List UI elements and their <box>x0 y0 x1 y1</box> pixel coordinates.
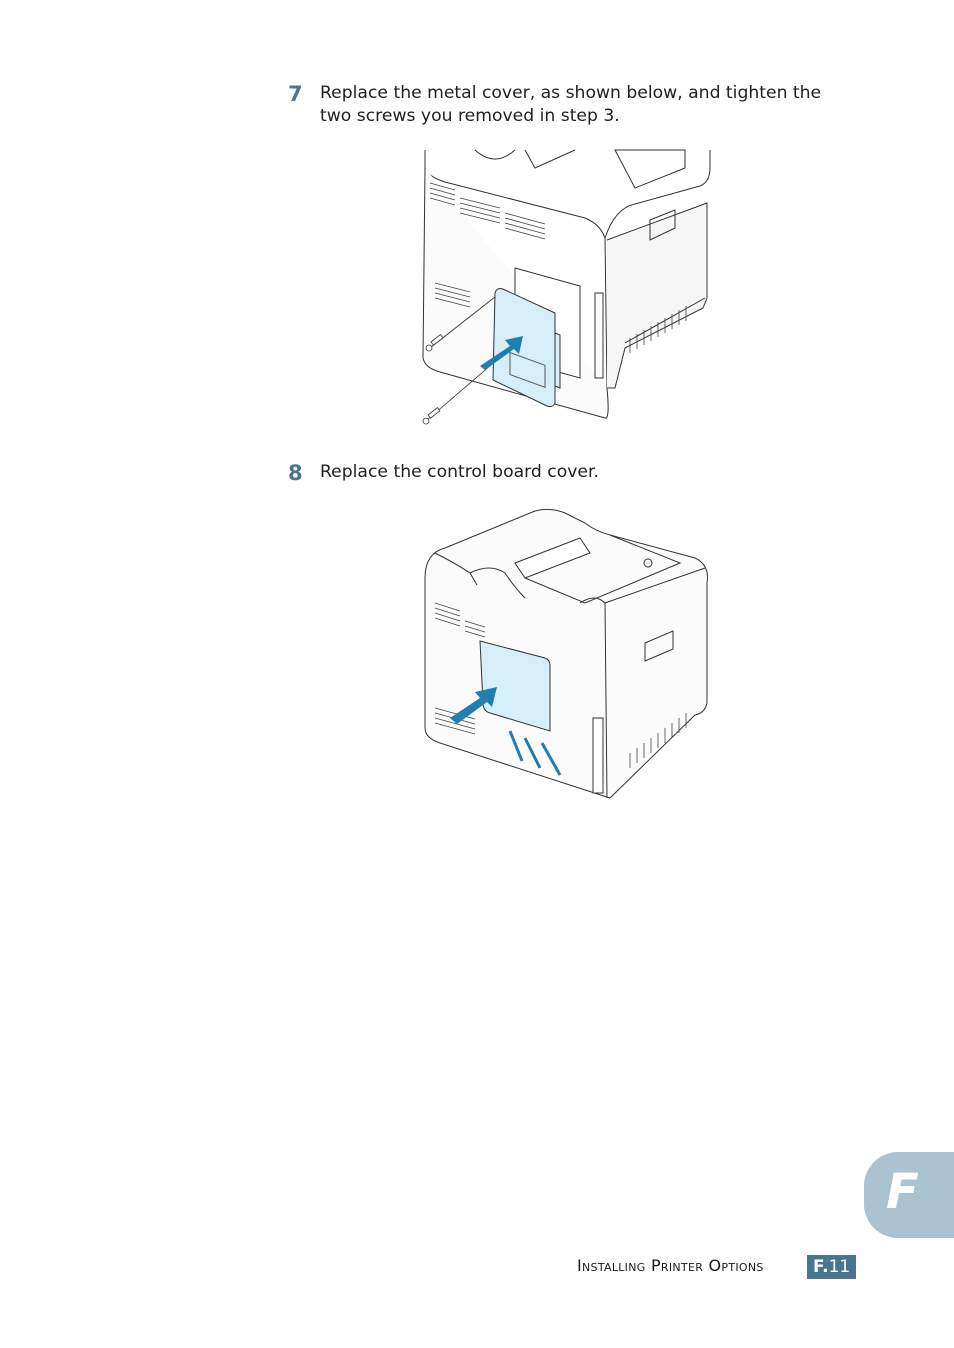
printer-control-board-cover-illustration <box>424 508 708 799</box>
step-8: 8 Replace the control board cover. <box>288 461 840 485</box>
step-number: 7 <box>288 82 303 106</box>
footer-section-title: Installing Printer Options <box>577 1256 764 1275</box>
chapter-tab: F <box>864 1152 954 1238</box>
step-text: Replace the control board cover. <box>320 462 599 482</box>
page-number-badge: F.11 <box>807 1255 857 1279</box>
step-number: 8 <box>288 461 303 485</box>
chapter-letter: F <box>886 1164 919 1220</box>
step-text: Replace the metal cover, as shown below,… <box>320 83 822 126</box>
printer-metal-cover-illustration <box>422 149 711 425</box>
figure-control-board-cover <box>415 503 715 818</box>
page-prefix: F. <box>813 1257 829 1277</box>
step-7: 7 Replace the metal cover, as shown belo… <box>288 82 840 128</box>
page-number: 11 <box>828 1257 851 1277</box>
figure-metal-cover <box>415 148 715 433</box>
